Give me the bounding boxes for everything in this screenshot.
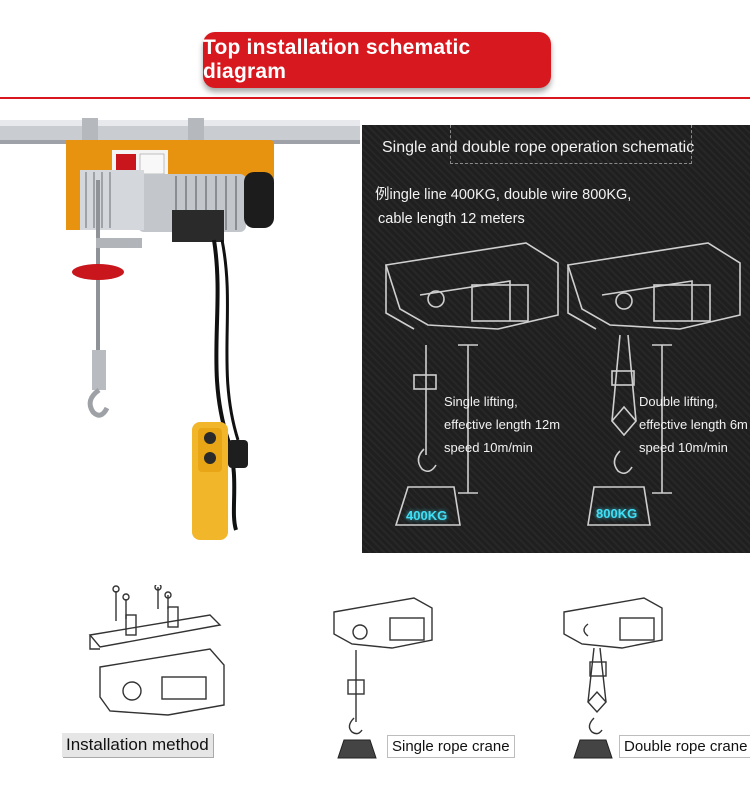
single-weight-label: 400KG xyxy=(406,508,448,523)
panel-description-line1: 例ingle line 400KG, double wire 800KG, xyxy=(375,187,632,203)
hoist-product-photo xyxy=(0,110,360,560)
single-lifting-title: Single lifting, xyxy=(444,394,518,409)
schematic-drawings xyxy=(362,225,750,545)
single-lifting-note: Single lifting, effective length 12m spe… xyxy=(444,390,560,459)
double-rope-drawing xyxy=(560,592,670,762)
double-lifting-note: Double lifting, effective length 6m spee… xyxy=(639,390,748,459)
title-banner: Top installation schematic diagram xyxy=(203,32,551,88)
double-lifting-title: Double lifting, xyxy=(639,394,718,409)
single-rope-crane-caption: Single rope crane xyxy=(387,735,515,758)
installation-drawing xyxy=(80,585,230,725)
header-divider xyxy=(0,97,750,99)
double-lifting-length: effective length 6m xyxy=(639,417,748,432)
double-rope-crane-caption: Double rope crane xyxy=(619,735,750,758)
double-lifting-speed: speed 10m/min xyxy=(639,440,728,455)
installation-method-caption: Installation method xyxy=(62,733,213,757)
double-weight-label: 800KG xyxy=(596,506,638,521)
single-rope-drawing xyxy=(330,592,440,762)
schematic-panel xyxy=(362,125,750,553)
page-title: Top installation schematic diagram xyxy=(203,36,471,83)
panel-title: Single and double rope operation schemat… xyxy=(382,139,695,156)
single-lifting-length: effective length 12m xyxy=(444,417,561,432)
dashed-frame xyxy=(450,125,692,164)
single-lifting-speed: speed 10m/min xyxy=(444,440,533,455)
panel-description-line2: cable length 12 meters xyxy=(378,211,525,227)
